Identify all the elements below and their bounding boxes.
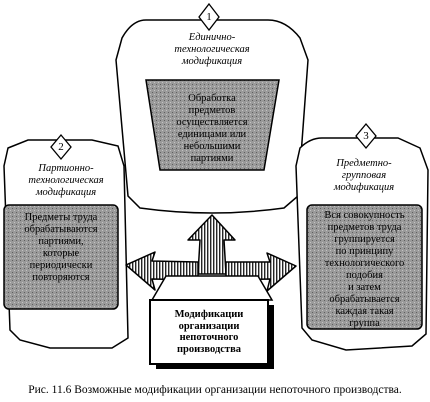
arrow-up	[187, 214, 236, 275]
arrow-right	[225, 252, 297, 292]
center-arrows	[125, 214, 297, 301]
center-label: Модификации организации непоточного прои…	[174, 309, 244, 355]
center-box	[149, 299, 269, 365]
card-3-body-box	[306, 204, 423, 330]
card-2-number: 2	[58, 141, 64, 153]
arrow-left	[125, 251, 199, 291]
card-1	[115, 2, 309, 214]
card-3-number: 3	[363, 130, 369, 142]
figure-caption: Рис. 11.6 Возможные модификации организа…	[28, 384, 402, 396]
card-3	[295, 122, 429, 351]
card-1-number-diamond	[198, 2, 220, 32]
card-3-number-diamond	[355, 122, 377, 150]
card-1-title: Единично- технологическая модификация	[174, 32, 250, 67]
card-2-body: Предметы труда обрабатываются партиями, …	[24, 212, 98, 283]
card-1-body: Обработка предметов осуществляется едини…	[176, 93, 248, 164]
center-node	[149, 299, 274, 369]
card-2	[3, 133, 129, 349]
card-3-body: Вся совокупность предметов труда группир…	[324, 210, 405, 329]
arrow-base	[150, 275, 274, 301]
card-1-body-box	[145, 79, 280, 171]
card-1-number: 1	[206, 11, 212, 23]
card-3-title: Предметно- групповая модификация	[333, 158, 395, 193]
card-2-number-diamond	[50, 133, 72, 161]
card-2-title: Партионно- технологическая модификация	[28, 163, 104, 198]
card-2-body-box	[3, 204, 119, 310]
